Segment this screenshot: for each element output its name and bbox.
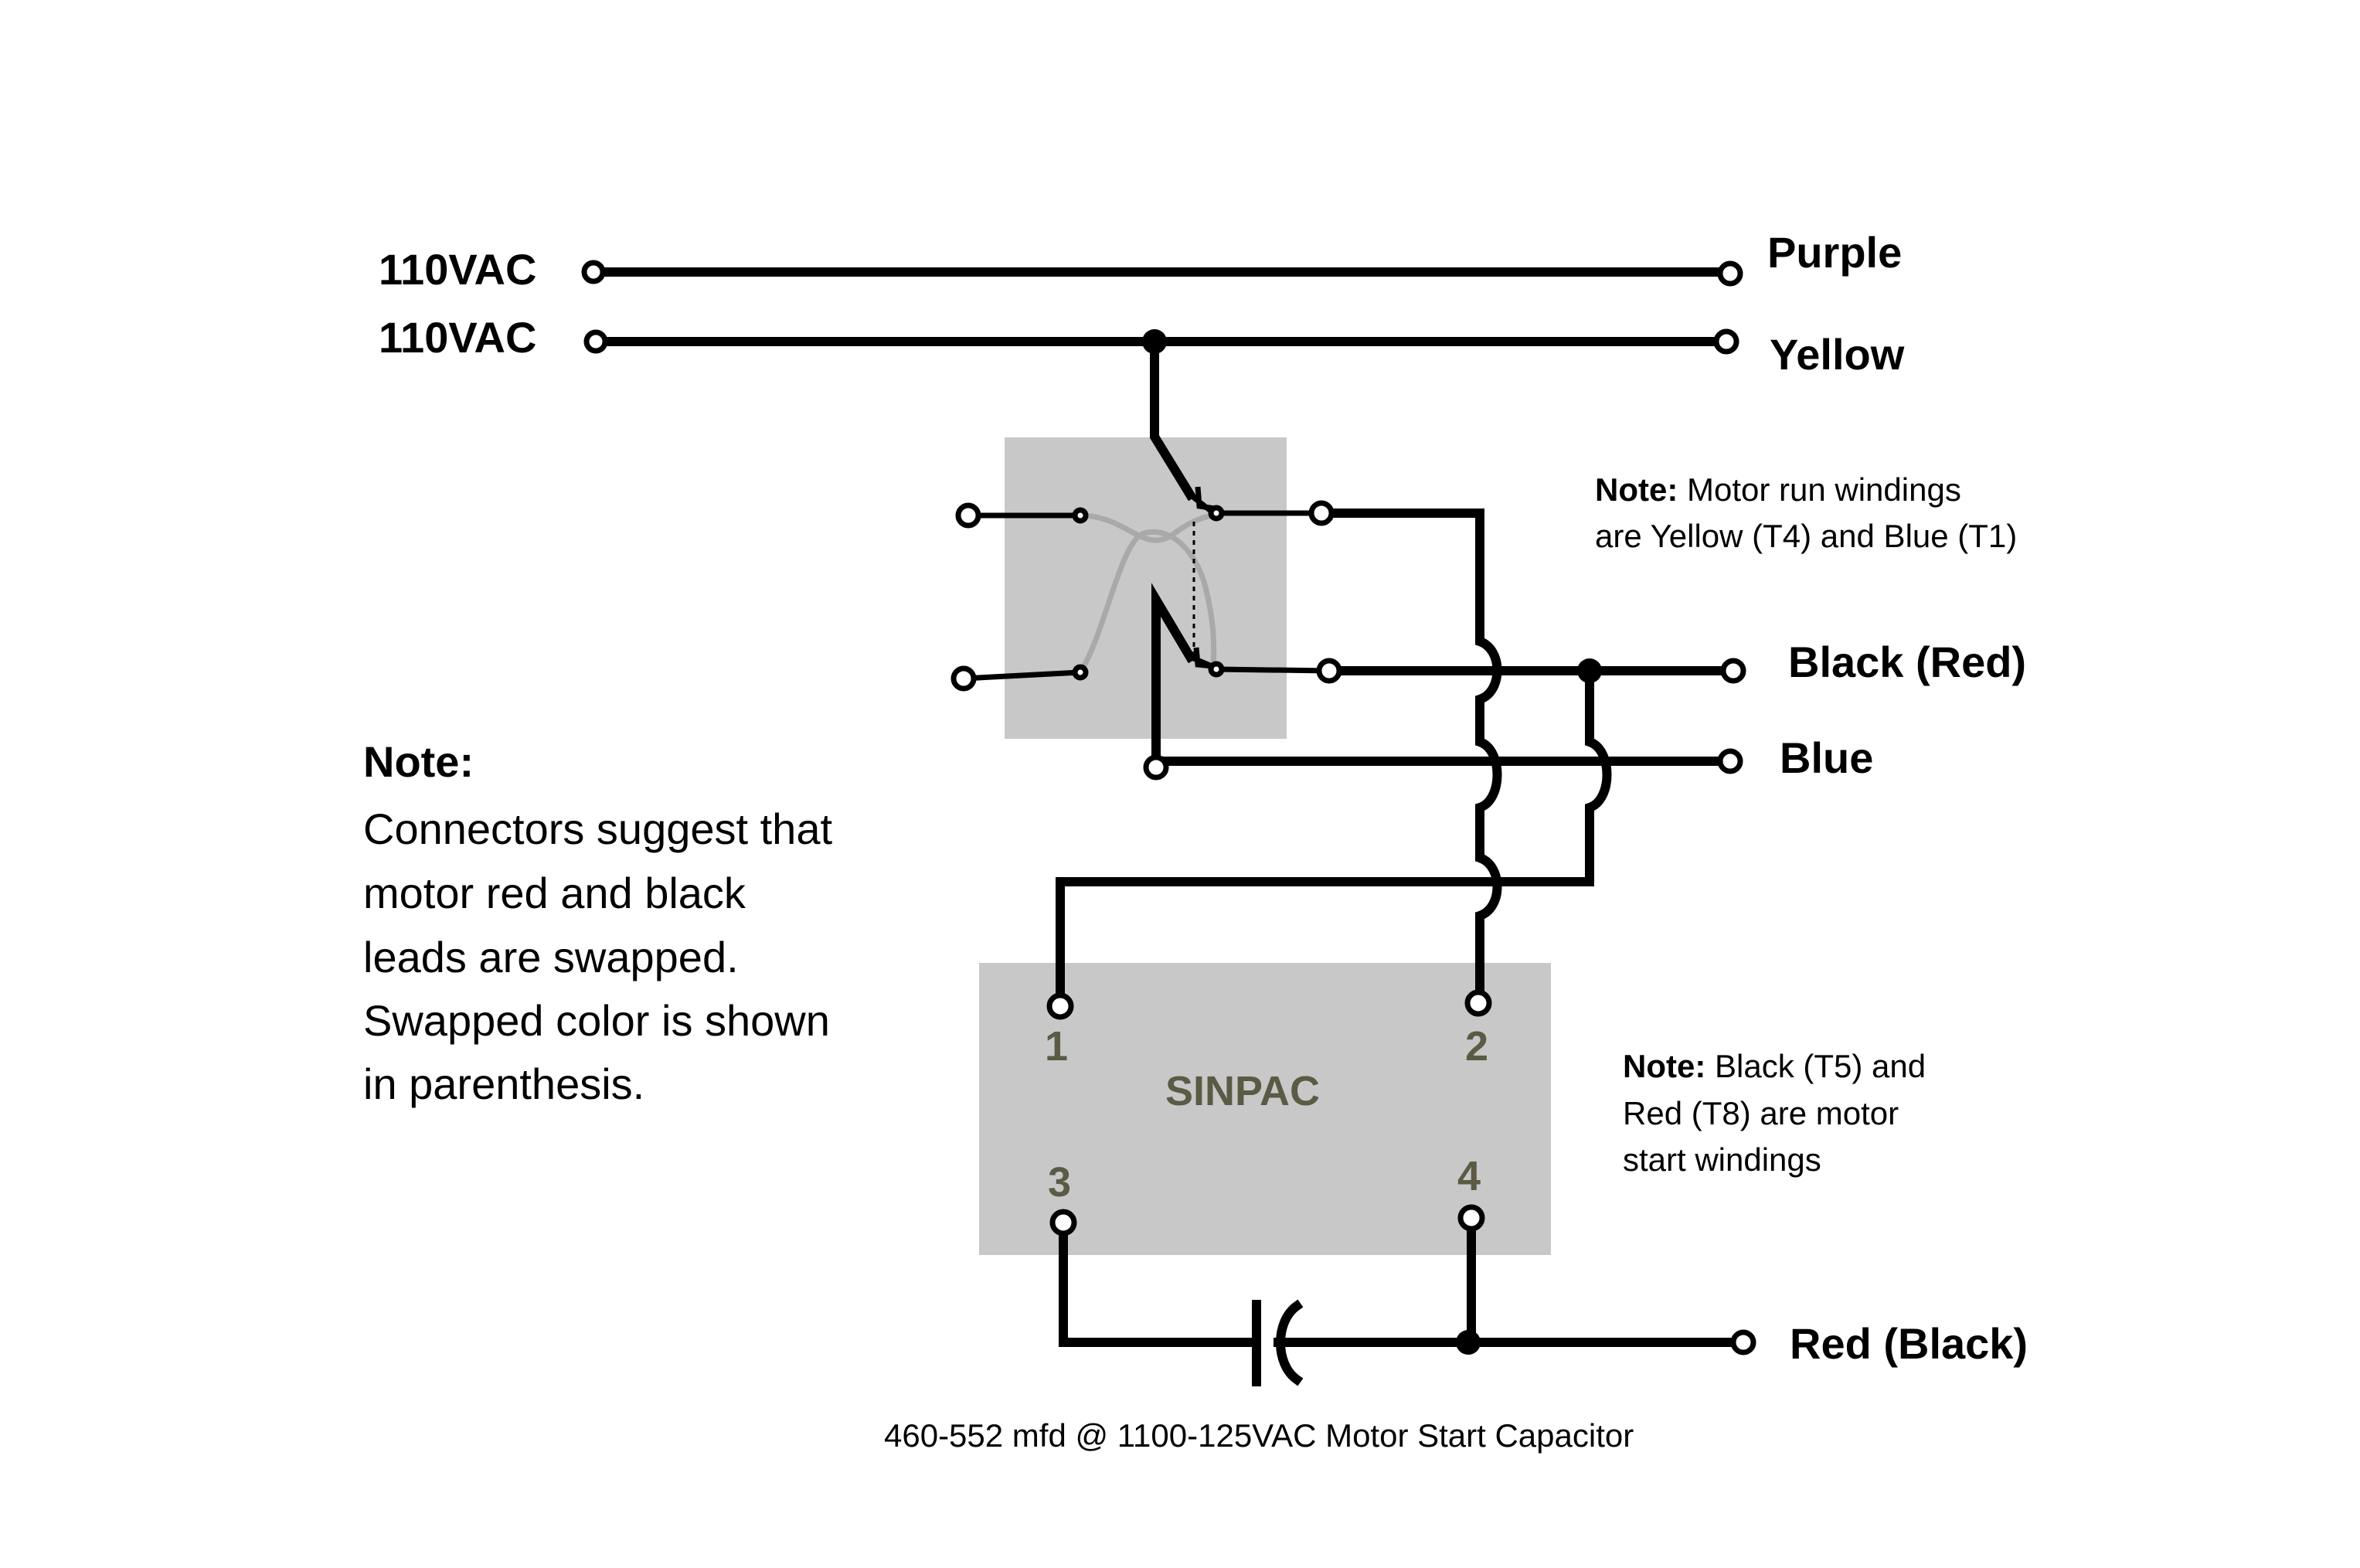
sinpac-pin4-terminal <box>1457 1204 1485 1232</box>
junction-dot-line2 <box>1142 329 1167 354</box>
sinpac-pin2-terminal <box>1464 989 1492 1017</box>
terminal-line1-in <box>581 260 606 284</box>
note-main-line: Swapped color is shown <box>363 996 830 1045</box>
sinpac-pin3-terminal <box>1049 1209 1077 1236</box>
switch-contact-bottom <box>1151 583 1197 766</box>
note-main-line: motor red and black <box>363 869 746 917</box>
switch-right-lead-bottom <box>1216 666 1330 674</box>
label-purple: Purple <box>1767 228 1902 277</box>
switch-contact-bottom-arrow <box>1189 647 1214 669</box>
note-run-windings: Note: Motor run windings <box>1595 471 1961 508</box>
note-main-line: in parenthesis. <box>363 1060 644 1108</box>
sinpac-pin4-label: 4 <box>1457 1153 1481 1199</box>
note-start-line1: Black (T5) and <box>1705 1048 1926 1084</box>
switch-contact-top <box>1188 486 1216 514</box>
capacitor-caption: 460-552 mfd @ 1100-125VAC Motor Start Ca… <box>884 1417 1634 1454</box>
sinpac-pin2-label: 2 <box>1465 1023 1488 1070</box>
terminal-switch-inner-rb <box>1208 661 1225 678</box>
terminal-yellow <box>1713 328 1739 355</box>
note-start-line2: Red (T8) are motor <box>1623 1095 1899 1131</box>
terminal-purple <box>1717 260 1743 287</box>
note-start-heading: Note: <box>1623 1048 1705 1084</box>
label-red-black: Red (Black) <box>1790 1319 2028 1368</box>
terminal-line2-in <box>583 329 608 354</box>
note-start-windings: Note: Black (T5) and <box>1623 1048 1926 1084</box>
terminal-switch-inner-lt <box>1072 507 1089 524</box>
label-blue: Blue <box>1780 733 1873 782</box>
label-black-red: Black (Red) <box>1788 638 2026 686</box>
sinpac-box <box>979 963 1551 1255</box>
wire-pin3-to-capacitor <box>1059 1216 1257 1347</box>
terminal-switch-left-bottom <box>950 665 977 692</box>
note-start-line3: start windings <box>1623 1141 1821 1178</box>
junction-dot-red-black <box>1456 1330 1481 1355</box>
switch-box <box>1005 437 1287 739</box>
sinpac-label: SINPAC <box>1165 1068 1320 1114</box>
junction-dot-black-red <box>1577 658 1602 683</box>
sinpac-pin3-label: 3 <box>1048 1159 1071 1206</box>
terminal-red-black <box>1730 1329 1756 1355</box>
terminal-switch-right-top <box>1308 500 1335 526</box>
switch-left-lead-bottom <box>963 669 1081 682</box>
note-main-line: leads are swapped. <box>363 933 739 981</box>
terminal-blue <box>1717 748 1743 774</box>
terminal-switch-inner-rt <box>1208 505 1225 522</box>
terminal-switch-inner-lb <box>1072 664 1089 681</box>
note-run-heading: Note: <box>1595 471 1678 508</box>
note-main-line: Connectors suggest that <box>363 804 832 853</box>
wire-drop-to-switch <box>1150 337 1197 502</box>
label-line2: 110VAC <box>379 313 536 362</box>
note-run-line1: Motor run windings <box>1678 471 1961 508</box>
note-run-line2: are Yellow (T4) and Blue (T1) <box>1595 518 2017 554</box>
label-line1: 110VAC <box>379 245 536 294</box>
terminal-black-red <box>1720 658 1746 684</box>
terminal-switch-right-bottom <box>1316 658 1342 684</box>
terminal-switch-bottom <box>1143 754 1169 781</box>
sinpac-pin1-terminal <box>1046 992 1074 1020</box>
terminal-switch-left-top <box>955 502 981 529</box>
sinpac-pin1-label: 1 <box>1045 1023 1068 1070</box>
wire-switch-to-sinpac-pin2 <box>1317 508 1502 1005</box>
note-main-heading: Note: <box>363 737 474 786</box>
label-yellow: Yellow <box>1770 330 1905 379</box>
wire-junction-to-sinpac-pin1 <box>1056 666 1612 1009</box>
